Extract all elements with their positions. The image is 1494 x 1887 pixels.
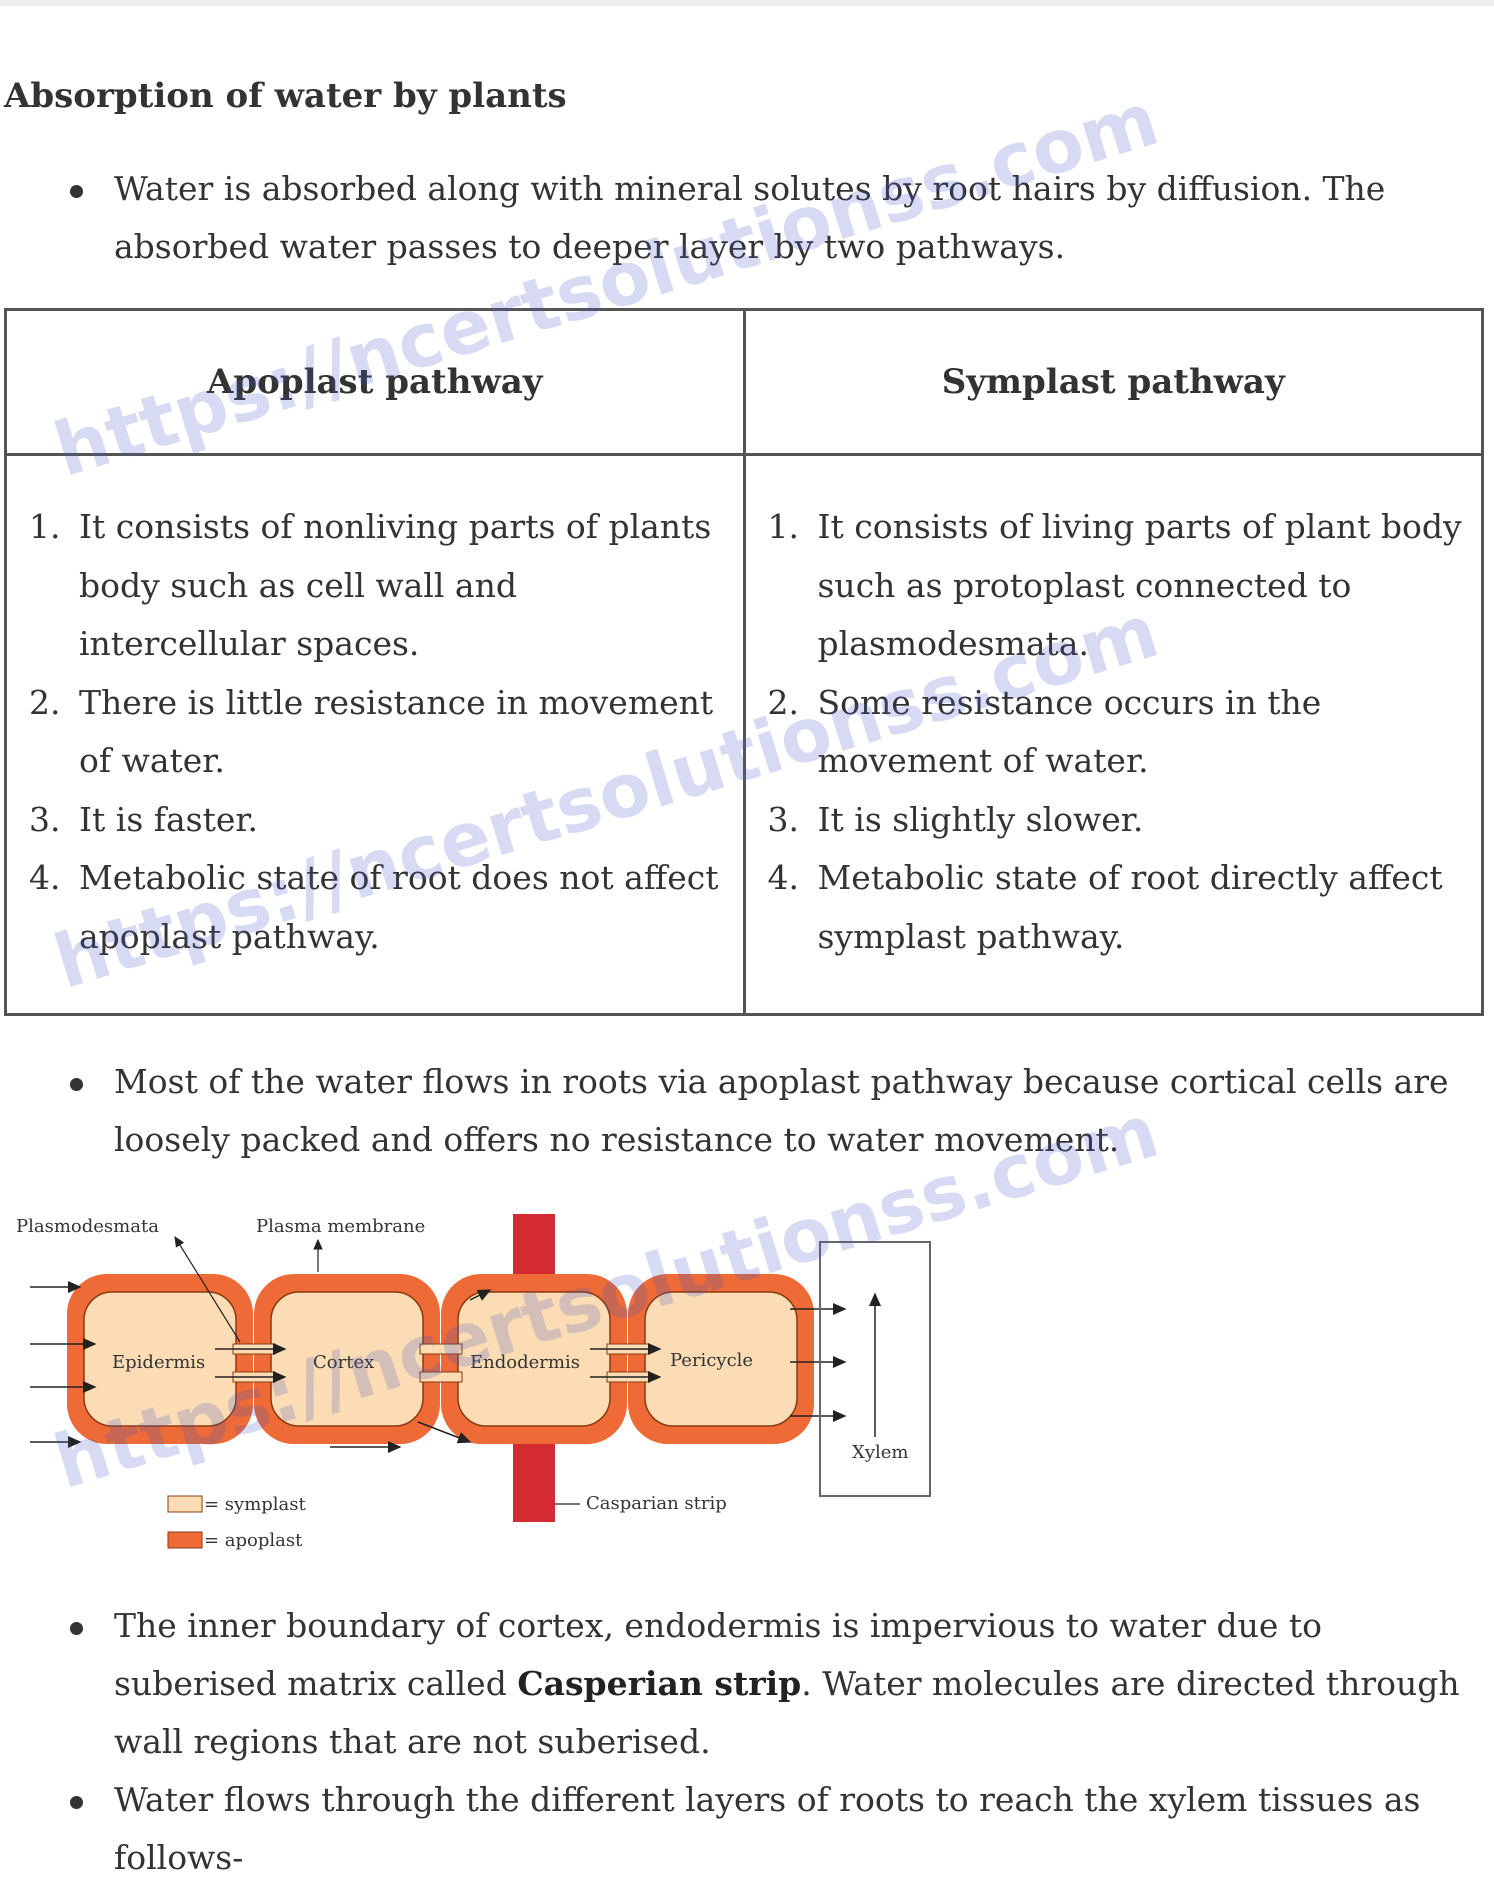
intro-text: Water is absorbed along with mineral sol…	[114, 169, 1386, 266]
cell-cortex	[270, 1291, 424, 1427]
header-symplast: Symplast pathway	[742, 308, 1484, 456]
list-item: The inner boundary of cortex, endodermis…	[0, 1597, 1479, 1771]
apoplast-points: 1.It consists of nonliving parts of plan…	[19, 498, 731, 966]
top-divider	[0, 0, 1494, 6]
xylem-box	[819, 1241, 931, 1497]
label-plasmodesmata: Plasmodesmata	[16, 1216, 159, 1237]
after-table-list: Most of the water flows in roots via apo…	[0, 1053, 1479, 1169]
list-item: 3.It is slightly slower.	[767, 799, 1144, 839]
apoplast-note: Most of the water flows in roots via apo…	[114, 1062, 1449, 1159]
table-row: 1.It consists of nonliving parts of plan…	[4, 453, 1484, 1016]
list-item: 2.There is little resistance in movement…	[29, 682, 714, 781]
casperian-strip-term: Casperian strip	[517, 1664, 802, 1703]
symplast-cell: 1.It consists of living parts of plant b…	[742, 453, 1484, 1016]
label-endodermis: Endodermis	[470, 1352, 580, 1373]
list-item: Water flows through the different layers…	[0, 1771, 1479, 1887]
list-item: 4.Metabolic state of root does not affec…	[29, 858, 719, 956]
legend-apoplast-swatch	[167, 1531, 203, 1549]
casperian-text-before: The inner boundary of cortex, endodermis…	[114, 1606, 1323, 1703]
bullet-dot	[70, 185, 83, 198]
list-item: 1.It consists of living parts of plant b…	[767, 507, 1462, 663]
apoplast-cell: 1.It consists of nonliving parts of plan…	[4, 453, 746, 1016]
label-casparian-strip: Casparian strip	[586, 1493, 727, 1514]
casperian-text-after: . Water molecules are directed through w…	[114, 1664, 1460, 1761]
bullet-dot	[70, 1078, 83, 1091]
bullet-dot	[70, 1622, 83, 1635]
list-item: 4.Metabolic state of root directly affec…	[767, 858, 1443, 956]
list-item: 3.It is faster.	[29, 799, 259, 839]
bullet-dot	[70, 1796, 83, 1809]
list-item: 2.Some resistance occurs in the movement…	[767, 682, 1322, 781]
section-title: Absorption of water by plants	[4, 76, 567, 116]
cell-epidermis	[83, 1291, 237, 1427]
list-item: Water is absorbed along with mineral sol…	[0, 160, 1479, 276]
label-xylem: Xylem	[852, 1442, 908, 1463]
list-item: 1.It consists of nonliving parts of plan…	[29, 507, 712, 663]
cell-endodermis	[457, 1291, 611, 1427]
closing-list: The inner boundary of cortex, endodermis…	[0, 1597, 1479, 1887]
table-header-row: Apoplast pathway Symplast pathway	[4, 308, 1484, 456]
comparison-table: Apoplast pathway Symplast pathway 1.It c…	[4, 308, 1484, 1016]
flow-text: Water flows through the different layers…	[114, 1780, 1421, 1877]
diagram-svg: Plasmodesmata Plasma membrane Epidermis …	[16, 1214, 931, 1551]
list-item: Most of the water flows in roots via apo…	[0, 1053, 1479, 1169]
legend-symplast: = symplast	[204, 1494, 307, 1515]
label-plasma-membrane: Plasma membrane	[256, 1216, 425, 1237]
legend-symplast-swatch	[167, 1495, 203, 1513]
label-cortex: Cortex	[313, 1352, 374, 1373]
cell-pericycle	[644, 1291, 798, 1427]
label-pericycle: Pericycle	[670, 1350, 753, 1371]
root-pathway-diagram: Plasmodesmata Plasma membrane Epidermis …	[0, 1192, 960, 1562]
header-apoplast: Apoplast pathway	[4, 308, 746, 456]
symplast-points: 1.It consists of living parts of plant b…	[758, 498, 1470, 966]
intro-list: Water is absorbed along with mineral sol…	[0, 160, 1479, 276]
legend-apoplast: = apoplast	[204, 1530, 303, 1551]
label-epidermis: Epidermis	[112, 1352, 205, 1373]
